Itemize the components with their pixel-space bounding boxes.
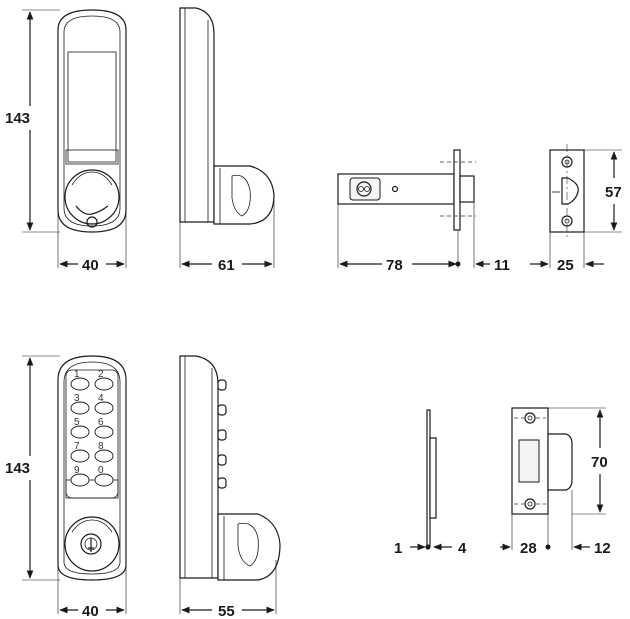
dim-latch-plate: 11	[494, 257, 510, 274]
dim-mech-width: 40	[82, 257, 99, 274]
dim-strike-small-height: 57	[605, 184, 622, 201]
dim-strike-large-lip: 12	[594, 540, 611, 557]
key-8-button[interactable]	[94, 449, 114, 463]
key-label: 2	[98, 369, 104, 380]
key-label: 9	[74, 465, 80, 476]
key-4-button[interactable]	[94, 401, 114, 415]
key-3-button[interactable]	[70, 401, 90, 415]
small-strike-view: 25 57	[530, 144, 622, 274]
key-cylinder-icon	[80, 533, 102, 555]
key-label: 4	[98, 393, 104, 404]
dim-strike-small-width: 25	[557, 257, 574, 274]
key-label: 1	[74, 369, 80, 380]
key-1-button[interactable]	[70, 377, 90, 391]
dim-digital-depth: 55	[218, 603, 235, 619]
digital-lock-front-view: 1 2 3 4 5 6 7 8 9 0 143 40	[5, 355, 127, 619]
mech-lock-front-view: 143 40	[5, 9, 127, 274]
key-5-button[interactable]	[70, 425, 90, 439]
key-2-button[interactable]	[94, 377, 114, 391]
dim-latch-length: 78	[386, 257, 403, 274]
strike-edge-view: 1 4	[394, 409, 467, 557]
dim-strike-plate: 1	[394, 540, 402, 557]
dim-strike-large-width: 28	[520, 540, 537, 557]
dim-mech-depth: 61	[218, 257, 235, 274]
key-0-button[interactable]	[94, 473, 114, 487]
mech-lock-side-view: 61	[179, 7, 275, 274]
keypad: 1 2 3 4 5 6 7 8 9 0	[70, 369, 114, 487]
key-9-button[interactable]	[70, 473, 90, 487]
latch-view: 78 11	[337, 149, 510, 274]
key-label: 5	[74, 417, 80, 428]
dim-strike-offset: 4	[458, 540, 467, 557]
key-label: 7	[74, 441, 80, 452]
dim-mech-height: 143	[5, 110, 30, 127]
key-label: 8	[98, 441, 104, 452]
dim-digital-height: 143	[5, 460, 30, 477]
large-strike-view: 28 12 70	[500, 407, 611, 557]
key-label: 0	[98, 465, 104, 476]
key-7-button[interactable]	[70, 449, 90, 463]
key-label: 3	[74, 393, 80, 404]
dim-strike-large-height: 70	[591, 454, 608, 471]
key-6-button[interactable]	[94, 425, 114, 439]
digital-lock-side-view: 55	[179, 355, 281, 619]
key-label: 6	[98, 417, 104, 428]
dim-digital-width: 40	[82, 603, 99, 619]
